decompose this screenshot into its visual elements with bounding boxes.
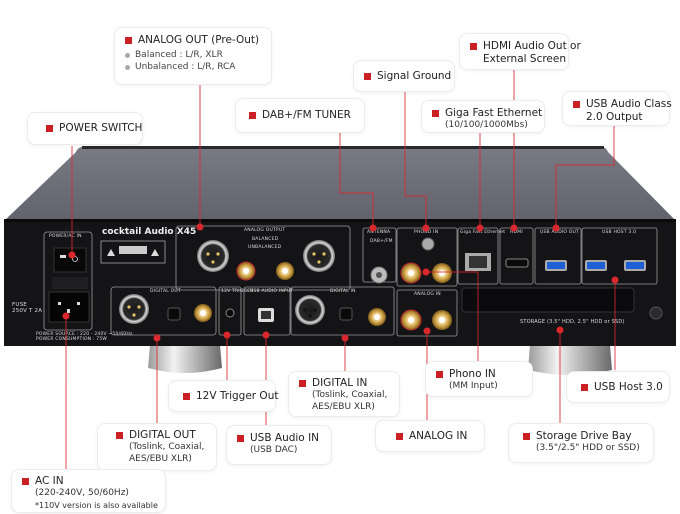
- dot-icon: [125, 64, 130, 70]
- callout-title: ANALOG OUT (Pre-Out): [138, 34, 260, 46]
- bullet-square-icon: [125, 37, 132, 44]
- callout-title: DIGITAL OUT: [129, 429, 196, 441]
- callout-ethernet: Giga Fast Ethernet (10/100/1000Mbs): [421, 100, 545, 133]
- panel-label-usb-audio-out: USB AUDIO OUT: [540, 230, 579, 235]
- bullet-square-icon: [22, 478, 29, 485]
- panel-label-trigger: 12V TRIGGER: [221, 289, 254, 294]
- callout-title: USB Audio Class: [586, 98, 672, 110]
- callout-sub: (Toslink, Coaxial,: [129, 442, 205, 452]
- bullet-square-icon: [116, 432, 123, 439]
- callout-title: DIGITAL IN: [312, 377, 368, 389]
- callout-signal-ground: Signal Ground: [353, 60, 455, 92]
- bullet-square-icon: [573, 101, 580, 108]
- callout-trigger: 12V Trigger Out: [168, 380, 279, 412]
- callout-hdmi: HDMI Audio Out or External Screen: [459, 33, 581, 70]
- dot-icon: [125, 52, 130, 58]
- callout-note: *110V version is also available: [35, 500, 158, 510]
- panel-label-analog-output: ANALOG OUTPUT: [244, 228, 286, 233]
- callout-bullet: Unbalanced : L/R, RCA: [135, 62, 236, 72]
- bullet-square-icon: [183, 393, 190, 400]
- callout-title: Storage Drive Bay: [536, 430, 632, 442]
- callout-digital-out: DIGITAL OUT (Toslink, Coaxial, AES/EBU X…: [97, 423, 217, 471]
- callout-title: ANALOG IN: [409, 430, 468, 442]
- bullet-square-icon: [364, 73, 371, 80]
- right-foot: [528, 345, 612, 375]
- chassis-top: [4, 147, 676, 221]
- callout-title: POWER SWITCH: [59, 122, 143, 134]
- panel-label-dab-fm: DAB+/FM: [370, 239, 393, 244]
- callout-sub: (MM Input): [449, 381, 498, 391]
- callout-digital-in: DIGITAL IN (Toslink, Coaxial, AES/EBU XL…: [288, 371, 400, 417]
- callout-title: 12V Trigger Out: [196, 390, 279, 402]
- callout-title: HDMI Audio Out or: [483, 40, 581, 52]
- callout-ac-in: AC IN (220-240V, 50/60Hz) *110V version …: [11, 469, 166, 513]
- callout-title: Phono IN: [449, 368, 496, 380]
- callout-sub: 2.0 Output: [586, 111, 643, 123]
- storage-bay: [461, 287, 635, 313]
- bullet-square-icon: [432, 110, 439, 117]
- callout-dab-fm: DAB+/FM TUNER: [235, 98, 365, 133]
- callout-bullet: Balanced : L/R, XLR: [135, 50, 223, 60]
- panel-label-storage: STORAGE (3.5" HDD, 2.5" HDD or SSD): [520, 319, 625, 325]
- callout-usb-host: USB Host 3.0: [566, 371, 670, 403]
- brand-logo: cocktail Audio X45: [102, 227, 197, 237]
- callout-usb-audio-in: USB Audio IN (USB DAC): [226, 425, 332, 465]
- callout-sub: (10/100/1000Mbs): [445, 120, 528, 130]
- bullet-square-icon: [299, 380, 306, 387]
- panel-label-digital-in: DIGITAL IN: [330, 289, 356, 294]
- callout-sub: External Screen: [483, 53, 567, 65]
- bullet-square-icon: [396, 433, 403, 440]
- callout-analog-out: ANALOG OUT (Pre-Out) Balanced : L/R, XLR…: [114, 27, 272, 85]
- panel-label-analog-in: ANALOG IN: [414, 292, 441, 297]
- panel-label-balanced: BALANCED: [252, 237, 279, 242]
- callout-sub: (Toslink, Coaxial,: [312, 390, 388, 400]
- bullet-square-icon: [237, 435, 244, 442]
- callout-power-switch: POWER SWITCH: [27, 112, 143, 145]
- bullet-square-icon: [249, 112, 257, 119]
- bullet-square-icon: [581, 384, 588, 391]
- panel-label-ethernet: Giga Fast Ethernet: [460, 230, 506, 235]
- callout-sub: (USB DAC): [250, 445, 298, 455]
- callout-analog-in: ANALOG IN: [375, 420, 485, 452]
- callout-title: Giga Fast Ethernet: [445, 107, 543, 119]
- panel-label-hdmi: HDMI: [510, 230, 523, 235]
- panel-label-power: POWER/AC IN: [49, 234, 82, 239]
- panel-label-digital-out: DIGITAL OUT: [150, 289, 181, 294]
- callout-phono-in: Phono IN (MM Input): [425, 361, 533, 397]
- rear-panel: [4, 219, 676, 346]
- bullet-square-icon: [470, 43, 477, 50]
- callout-title: USB Audio IN: [250, 432, 320, 444]
- callout-sub: (220-240V, 50/60Hz): [35, 488, 129, 498]
- left-foot: [148, 345, 222, 373]
- callout-title: DAB+/FM TUNER: [262, 109, 351, 121]
- panel-label-phono: PHONO IN: [414, 230, 439, 235]
- panel-label-antenna: ANTENNA: [367, 230, 391, 235]
- panel-label-usb-input: USB AUDIO INPUT: [250, 289, 294, 294]
- callout-usb-audio-class: USB Audio Class 2.0 Output: [562, 91, 672, 126]
- bullet-square-icon: [46, 125, 53, 132]
- callout-title: AC IN: [35, 475, 64, 487]
- callout-title: Signal Ground: [377, 70, 452, 82]
- bullet-square-icon: [436, 371, 443, 378]
- ac-inlet: [48, 291, 90, 323]
- panel-label-usb-host: USB HOST 3.0: [602, 230, 637, 235]
- callout-storage: Storage Drive Bay (3.5"/2.5" HDD or SSD): [508, 423, 654, 463]
- callout-title: USB Host 3.0: [594, 381, 663, 393]
- power-switch: [53, 247, 87, 273]
- panel-label-unbalanced: UNBALANCED: [248, 245, 282, 250]
- bullet-square-icon: [523, 433, 530, 440]
- callout-sub: AES/EBU XLR): [312, 401, 375, 412]
- callout-sub: (3.5"/2.5" HDD or SSD): [536, 443, 640, 453]
- callout-sub: AES/EBU XLR): [129, 453, 192, 464]
